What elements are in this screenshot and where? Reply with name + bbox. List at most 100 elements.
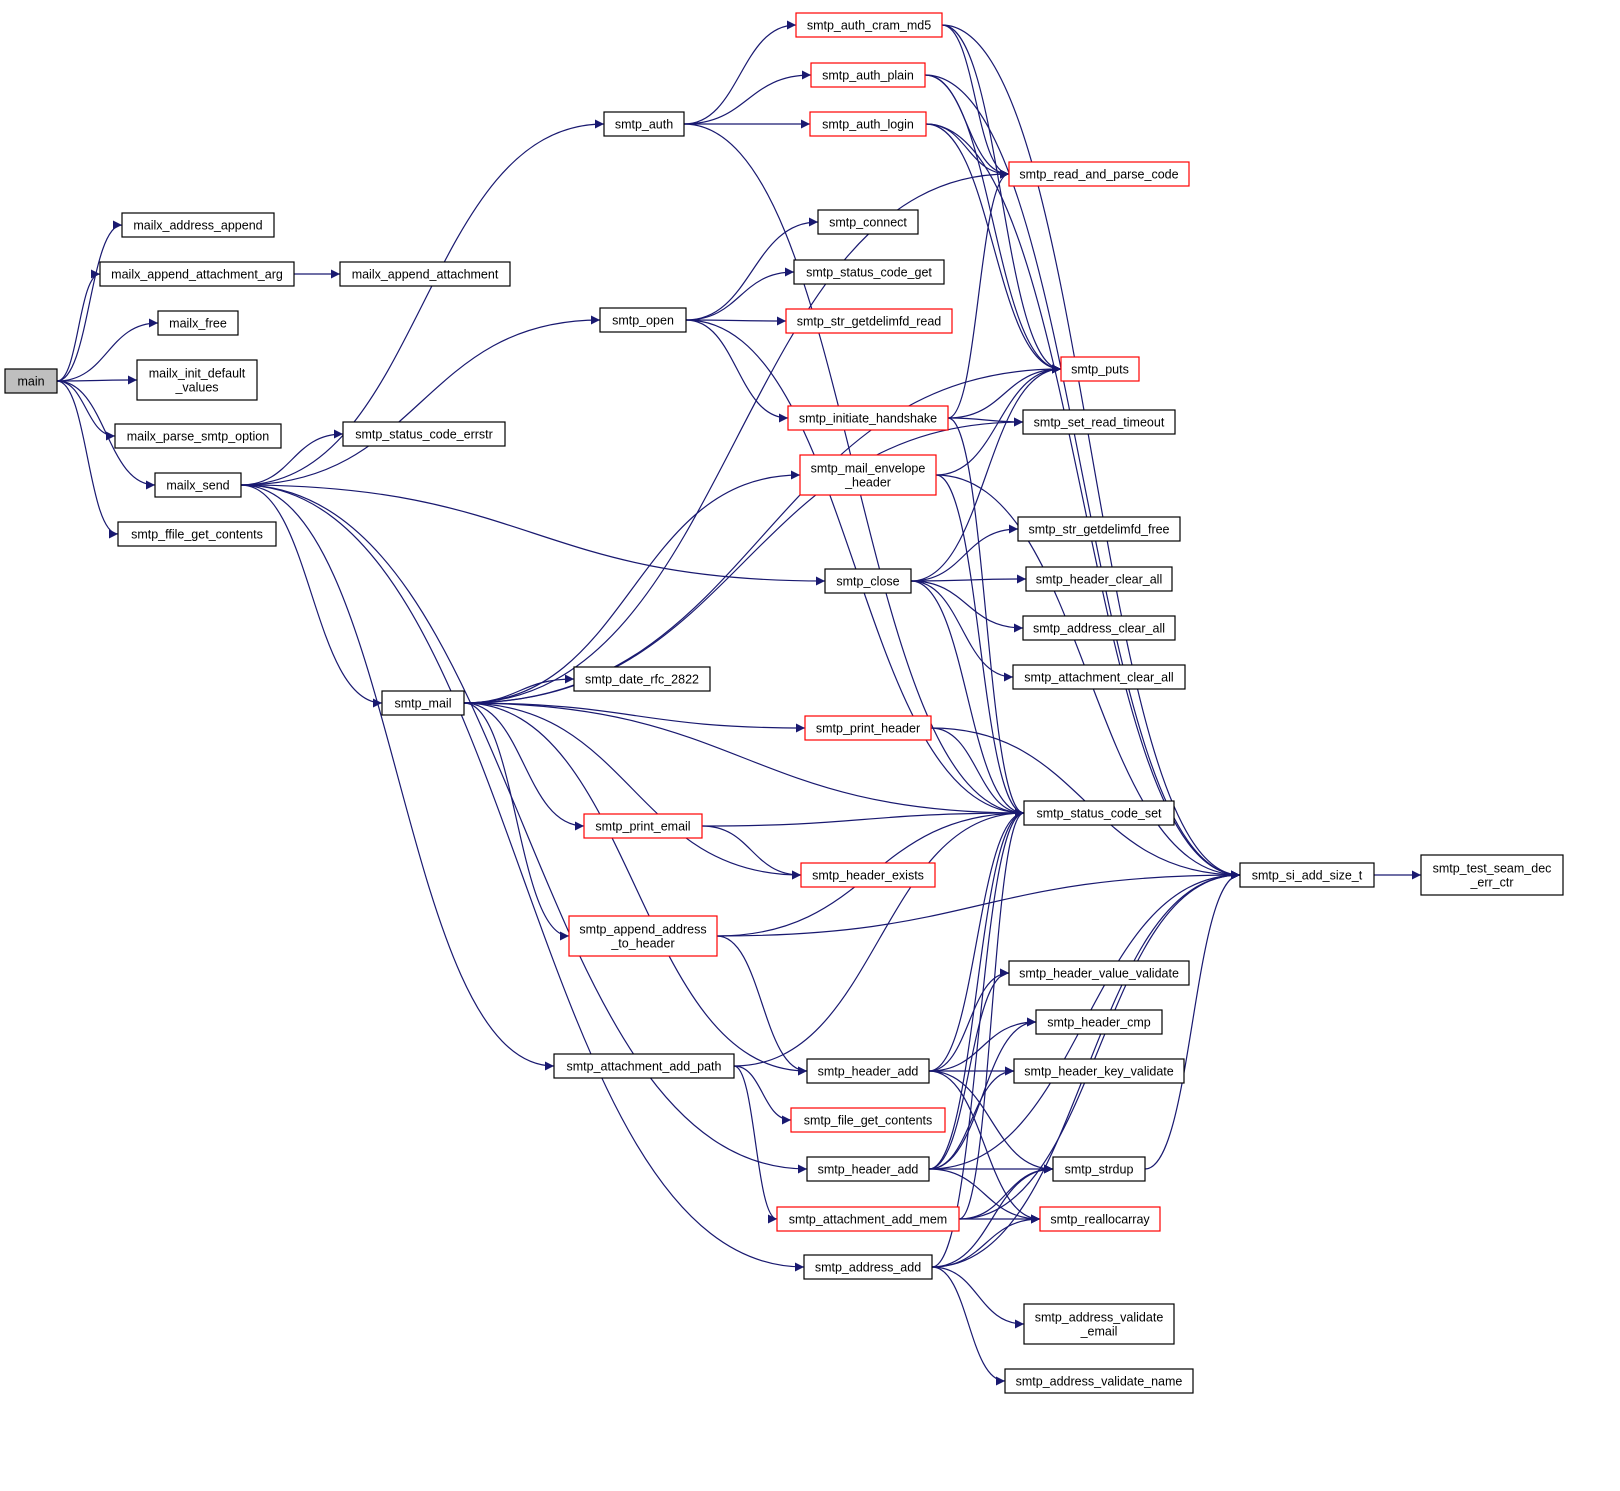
edge-smtp_initiate_handshake-to-smtp_status_code_set [947,417,1025,818]
node-smtp-address-validate-email[interactable]: smtp_address_validate_email [1023,1303,1175,1345]
node-smtp-reallocarray[interactable]: smtp_reallocarray [1039,1206,1161,1232]
node-smtp-str-getdelimfd-read[interactable]: smtp_str_getdelimfd_read [785,308,953,334]
node-smtp-header-value-validate[interactable]: smtp_header_value_validate [1008,960,1190,986]
node-label: smtp_attachment_add_mem [789,1213,947,1227]
node-label: mailx_parse_smtp_option [127,430,269,444]
node-smtp-close[interactable]: smtp_close [824,568,912,594]
node-smtp-mail-envelope-header[interactable]: smtp_mail_envelope_header [799,454,937,496]
node-label: smtp_open [612,314,674,328]
node-smtp-status-code-get[interactable]: smtp_status_code_get [793,259,945,285]
node-label: smtp_status_code_set [1036,807,1162,821]
node-smtp-str-getdelimfd-free[interactable]: smtp_str_getdelimfd_free [1017,516,1181,542]
node-mailx-parse-smtp-option[interactable]: mailx_parse_smtp_option [114,423,282,449]
node-smtp-auth[interactable]: smtp_auth [603,111,685,137]
node-label: smtp_print_header [816,722,920,736]
node-main[interactable]: main [4,368,58,394]
node-box [1039,1206,1161,1232]
edge-smtp_open-to-smtp_status_code_set [685,319,1025,818]
node-smtp-date-rfc-2822[interactable]: smtp_date_rfc_2822 [573,666,711,692]
node-smtp-print-header[interactable]: smtp_print_header [804,715,932,741]
node-label: smtp_str_getdelimfd_free [1028,523,1169,537]
node-box [1012,664,1186,690]
node-smtp-address-add[interactable]: smtp_address_add [803,1254,933,1280]
node-label: _to_header [610,937,674,951]
node-smtp-address-clear-all[interactable]: smtp_address_clear_all [1022,615,1176,641]
node-smtp-mail[interactable]: smtp_mail [381,690,465,716]
node-smtp-auth-cram-md5[interactable]: smtp_auth_cram_md5 [795,12,943,38]
node-smtp-strdup[interactable]: smtp_strdup [1052,1156,1146,1182]
edge-mailx_send-to-smtp_status_code_errstr [240,429,344,486]
node-mailx-append-attachment[interactable]: mailx_append_attachment [339,261,511,287]
node-label: smtp_print_email [595,820,690,834]
node-smtp-initiate-handshake[interactable]: smtp_initiate_handshake [787,405,949,431]
edge-smtp_mail-to-smtp_append_address_to_header [463,702,570,941]
node-box [599,307,687,333]
node-box [799,454,937,496]
edge-smtp_address_add-to-smtp_strdup [931,1164,1054,1268]
node-box [121,212,275,238]
edge-smtp_attachment_add_mem-to-smtp_status_code_set [958,808,1025,1220]
edge-mailx_send-to-smtp_header_add2 [240,484,808,1174]
node-smtp-append-address-to-header[interactable]: smtp_append_address_to_header [568,915,718,957]
node-smtp-file-get-contents[interactable]: smtp_file_get_contents [790,1107,946,1133]
node-smtp-auth-plain[interactable]: smtp_auth_plain [810,62,926,88]
node-smtp-si-add-size-t[interactable]: smtp_si_add_size_t [1239,862,1375,888]
node-smtp-status-code-set[interactable]: smtp_status_code_set [1023,800,1175,826]
node-label: smtp_str_getdelimfd_read [797,315,942,329]
node-label: mailx_init_default [149,367,246,381]
node-smtp-address-validate-name[interactable]: smtp_address_validate_name [1004,1368,1194,1394]
node-label: _err_ctr [1469,876,1513,890]
edge-smtp_close-to-smtp_header_clear_all [910,574,1027,584]
edge-smtp_mail-to-smtp_mail_envelope_header [463,470,801,704]
node-label: smtp_auth_cram_md5 [807,19,931,33]
edge-smtp_mail-to-smtp_set_read_timeout [463,417,1024,704]
node-smtp-header-clear-all[interactable]: smtp_header_clear_all [1025,566,1173,592]
node-mailx-send[interactable]: mailx_send [154,472,242,498]
node-smtp-puts[interactable]: smtp_puts [1060,356,1140,382]
node-smtp-set-read-timeout[interactable]: smtp_set_read_timeout [1022,409,1176,435]
node-smtp-attachment-add-mem[interactable]: smtp_attachment_add_mem [776,1206,960,1232]
node-mailx-address-append[interactable]: mailx_address_append [121,212,275,238]
edge-main-to-mailx_free [56,318,159,382]
edge-smtp_append_address_to_header-to-smtp_si_add_size_t [716,870,1241,937]
edge-smtp_auth_login-to-smtp_puts [925,123,1062,374]
node-smtp-status-code-errstr[interactable]: smtp_status_code_errstr [342,421,506,447]
node-mailx-init-default-values[interactable]: mailx_init_default_values [136,359,258,401]
node-smtp-read-and-parse-code[interactable]: smtp_read_and_parse_code [1008,161,1190,187]
node-box [381,690,465,716]
edge-main-to-mailx_append_attachment_arg [56,269,101,382]
edge-mailx_send-to-smtp_open [240,315,601,486]
node-smtp-header-add2[interactable]: smtp_header_add [806,1156,930,1182]
node-smtp-connect[interactable]: smtp_connect [817,209,919,235]
node-label: smtp_address_validate_name [1016,1375,1183,1389]
node-label: smtp_auth [615,118,673,132]
node-smtp-header-cmp[interactable]: smtp_header_cmp [1035,1009,1163,1035]
node-smtp-ffile-get-contents[interactable]: smtp_ffile_get_contents [117,521,277,547]
node-label: smtp_address_clear_all [1033,622,1165,636]
node-smtp-attachment-add-path[interactable]: smtp_attachment_add_path [553,1053,735,1079]
node-smtp-test-seam-dec-err-ctr[interactable]: smtp_test_seam_dec_err_ctr [1420,854,1564,896]
node-box [1060,356,1140,382]
node-mailx-free[interactable]: mailx_free [157,310,239,336]
node-smtp-attachment-clear-all[interactable]: smtp_attachment_clear_all [1012,664,1186,690]
node-smtp-auth-login[interactable]: smtp_auth_login [809,111,927,137]
nodes-layer: main mailx_address_append mailx_append_att… [4,12,1564,1394]
edge-smtp_open-to-smtp_initiate_handshake [685,319,789,423]
edge-smtp_header_add2-to-smtp_header_key_validate [928,1066,1015,1170]
node-label: smtp_mail_envelope [811,462,926,476]
node-mailx-append-attachment-arg[interactable]: mailx_append_attachment_arg [99,261,295,287]
node-label: mailx_append_attachment [352,268,499,282]
node-smtp-print-email[interactable]: smtp_print_email [583,813,703,839]
node-smtp-header-add[interactable]: smtp_header_add [806,1058,930,1084]
edge-smtp_header_add-to-smtp_status_code_set [928,808,1025,1072]
node-smtp-header-exists[interactable]: smtp_header_exists [800,862,936,888]
node-label: smtp_date_rfc_2822 [585,673,699,687]
node-smtp-header-key-validate[interactable]: smtp_header_key_validate [1013,1058,1185,1084]
node-label: mailx_address_append [133,219,262,233]
node-label: _email [1080,1325,1118,1339]
node-box [583,813,703,839]
node-smtp-open[interactable]: smtp_open [599,307,687,333]
node-label: smtp_header_exists [812,869,924,883]
edge-smtp_auth_plain-to-smtp_si_add_size_t [924,74,1241,880]
edge-main-to-mailx_send [56,380,156,490]
